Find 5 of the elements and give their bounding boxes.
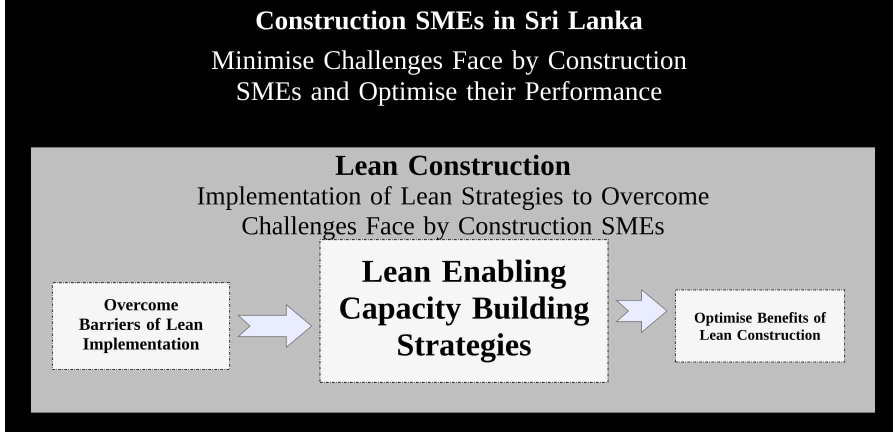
block-arrow: [615, 288, 668, 334]
process-box: Overcome Barriers of Lean Implementation: [52, 282, 230, 370]
process-box: Optimise Benefits of Lean Construction: [674, 290, 846, 362]
process-box: Lean Enabling Capacity Building Strategies: [320, 239, 608, 383]
block-arrow: [237, 304, 312, 348]
